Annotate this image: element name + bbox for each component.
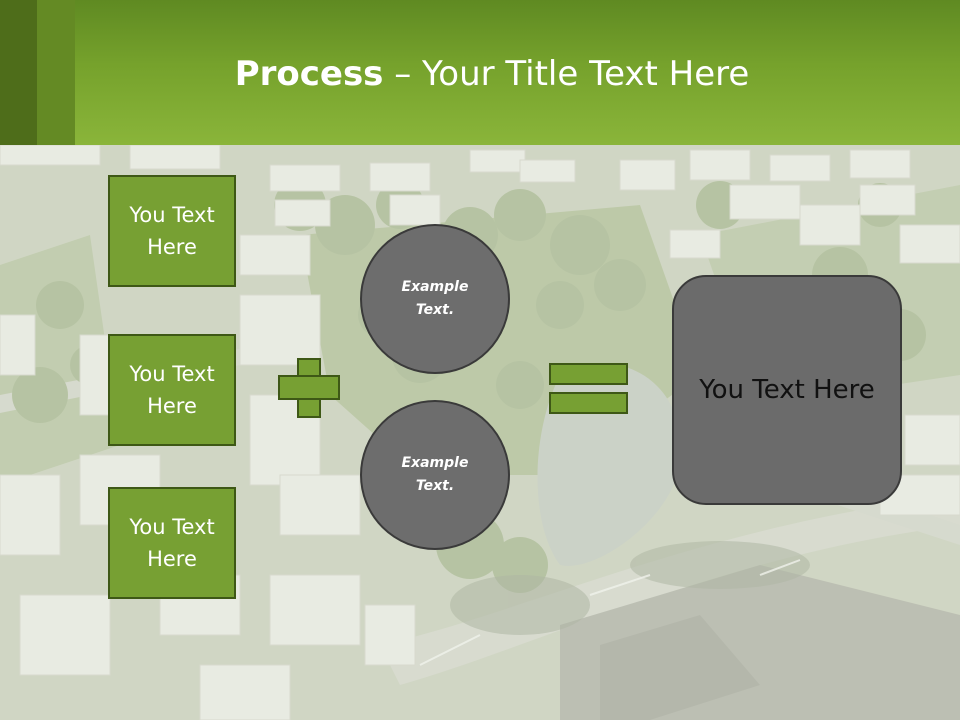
result-box-label: You Text Here [699, 375, 875, 405]
equals-icon-top-bar [549, 363, 628, 385]
plus-icon-center [299, 377, 319, 398]
slide-title[interactable]: Process – Your Title Text Here [0, 52, 960, 96]
text-box-2-label: You Text Here [129, 362, 215, 418]
example-circle-1-label: Example Text. [401, 279, 469, 318]
result-box[interactable]: You Text Here [672, 275, 902, 505]
text-box-1-label: You Text Here [129, 203, 215, 259]
title-bold: Process [234, 54, 384, 94]
example-circle-2-label: Example Text. [401, 455, 469, 494]
example-circle-2[interactable]: Example Text. [360, 400, 510, 550]
text-box-2[interactable]: You Text Here [108, 334, 236, 446]
text-box-3-label: You Text Here [129, 515, 215, 571]
equals-icon-bottom-bar [549, 392, 628, 414]
header-accent-dark [0, 0, 37, 145]
text-box-1[interactable]: You Text Here [108, 175, 236, 287]
title-bar: Process – Your Title Text Here [0, 0, 960, 145]
example-circle-1[interactable]: Example Text. [360, 224, 510, 374]
title-rest: – Your Title Text Here [383, 54, 750, 94]
header-accent-mid [37, 0, 75, 145]
text-box-3[interactable]: You Text Here [108, 487, 236, 599]
